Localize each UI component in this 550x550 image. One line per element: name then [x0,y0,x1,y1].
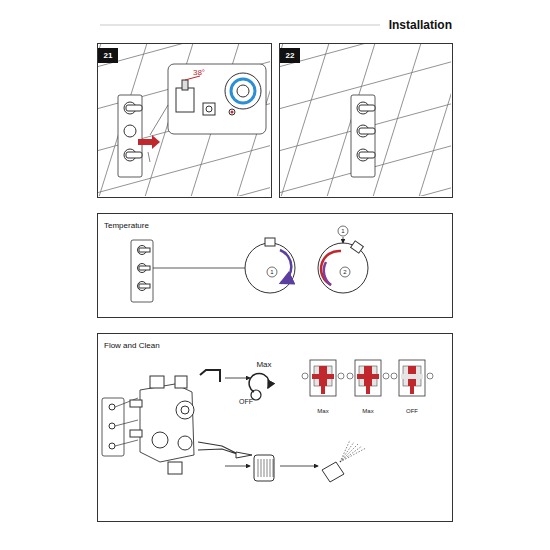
dial-label: OFF [239,398,253,405]
section-title: Temperature [104,221,149,230]
cartridge-label: Max [317,408,328,414]
callout-number: 1 [341,228,344,234]
step-panel: 22 [279,43,453,198]
cartridge-label: OFF [406,408,418,414]
callout-number: 1 [270,269,273,275]
dial-label: Max [256,361,271,369]
step-number: 21 [98,48,118,63]
section-title: Flow and Clean [104,341,160,350]
step-number: 22 [280,48,300,63]
section-panel: Flow and Clean [97,333,453,522]
page-title: Installation [385,18,452,32]
angle-label: 38° [193,69,205,77]
step-panel: 21 [97,43,272,198]
section-panel: Temperature [97,213,453,318]
cartridge-label: Max [362,408,373,414]
callout-number: 2 [343,269,346,275]
